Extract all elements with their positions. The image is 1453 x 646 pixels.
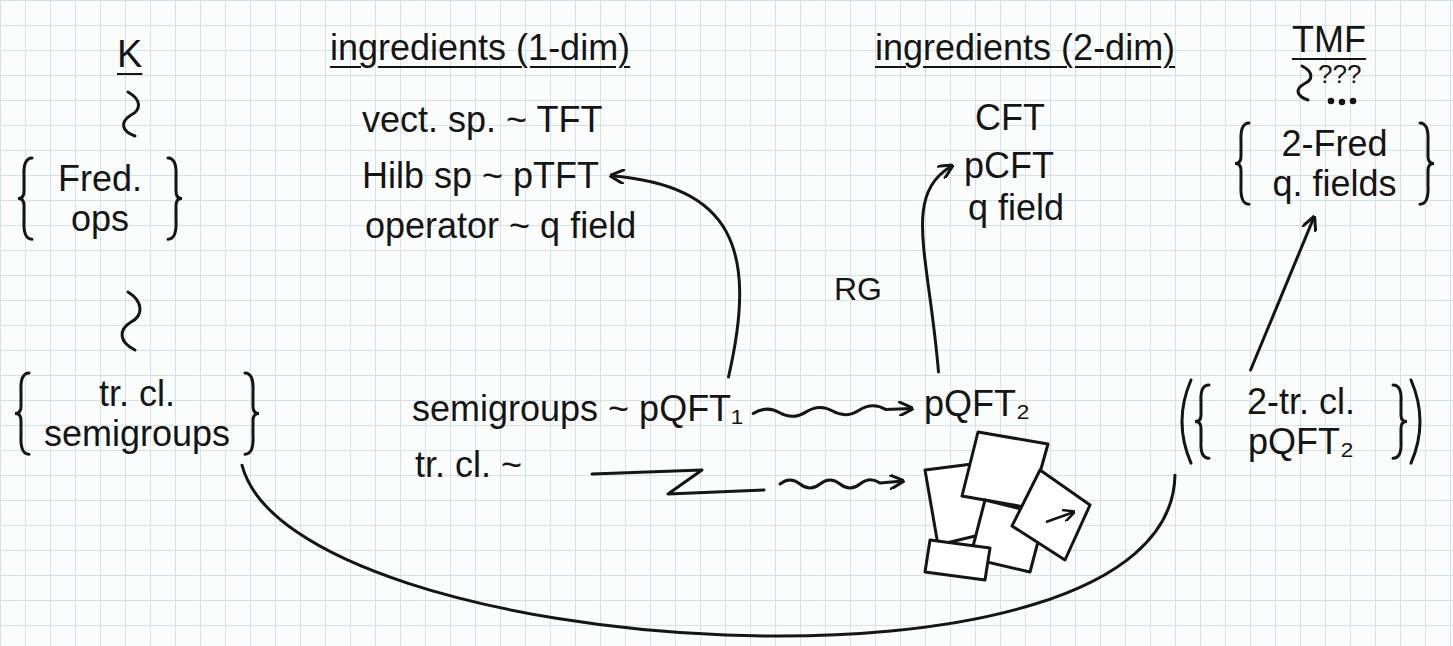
- node-text: Hilb sp ~ pTFT: [362, 156, 599, 196]
- similar-squiggle: [124, 92, 139, 136]
- squiggle-arrow: [780, 480, 903, 488]
- brace-stroke: [168, 158, 182, 239]
- node-text: 2-Fred q. fields: [1262, 124, 1407, 203]
- brace-stroke: [1235, 123, 1249, 204]
- column-heading: ingredients (2-dim): [875, 28, 1175, 68]
- connector-arrow: [242, 465, 1175, 636]
- set-node: 2-tr. cl. pQFT₂: [1175, 378, 1427, 465]
- note-text: vect. sp. ~ TFT: [362, 100, 602, 140]
- set-node: Fred. ops: [15, 155, 185, 242]
- note-text: q field: [968, 188, 1064, 228]
- text-node: pQFT₂: [922, 380, 1032, 428]
- note-text: RG: [834, 272, 882, 307]
- brace-stroke: [1411, 380, 1420, 463]
- node-text: pCFT: [964, 146, 1054, 186]
- column-heading: TMF: [1292, 20, 1366, 60]
- column-heading: ingredients (1-dim): [330, 28, 630, 68]
- note-text: operator ~ q field: [365, 206, 636, 246]
- connector-arrow: [922, 166, 952, 372]
- zigzag-symbol: [592, 470, 764, 494]
- connector-arrow: [753, 406, 912, 417]
- brace-stroke: [18, 158, 32, 239]
- sheet: [1012, 470, 1090, 560]
- set-node: tr. cl. semigroups: [12, 370, 262, 457]
- note-text: CFT: [975, 98, 1045, 138]
- note-text: ???: [1318, 60, 1361, 89]
- small-arrow: [1046, 512, 1074, 522]
- node-text: Fred. ops: [45, 159, 155, 238]
- similar-squiggle: [122, 292, 140, 350]
- connector-arrow: [1251, 217, 1314, 370]
- node-text: semigroups ~ pQFT₁: [412, 389, 743, 429]
- text-node: Hilb sp ~ pTFT: [360, 152, 601, 200]
- node-text: tr. cl. semigroups: [42, 374, 232, 453]
- brace-stroke: [1420, 123, 1434, 204]
- note-text: tr. cl. ~: [415, 445, 522, 485]
- text-node: pCFT: [962, 142, 1056, 190]
- set-node: 2-Fred q. fields: [1232, 120, 1437, 207]
- brace-stroke: [245, 373, 259, 454]
- similar-squiggle: [1298, 66, 1311, 100]
- sheet: [925, 540, 990, 580]
- brace-stroke: [15, 373, 29, 454]
- dot: [1340, 100, 1344, 104]
- dot: [1329, 99, 1333, 103]
- brace-stroke: [1195, 385, 1209, 458]
- node-text: pQFT₂: [924, 384, 1030, 424]
- node-text: 2-tr. cl. pQFT₂: [1221, 382, 1381, 461]
- brace-stroke: [1182, 380, 1191, 463]
- text-node: semigroups ~ pQFT₁: [410, 385, 745, 433]
- brace-stroke: [1393, 385, 1407, 458]
- column-heading: K: [117, 34, 142, 76]
- dot: [1351, 99, 1355, 103]
